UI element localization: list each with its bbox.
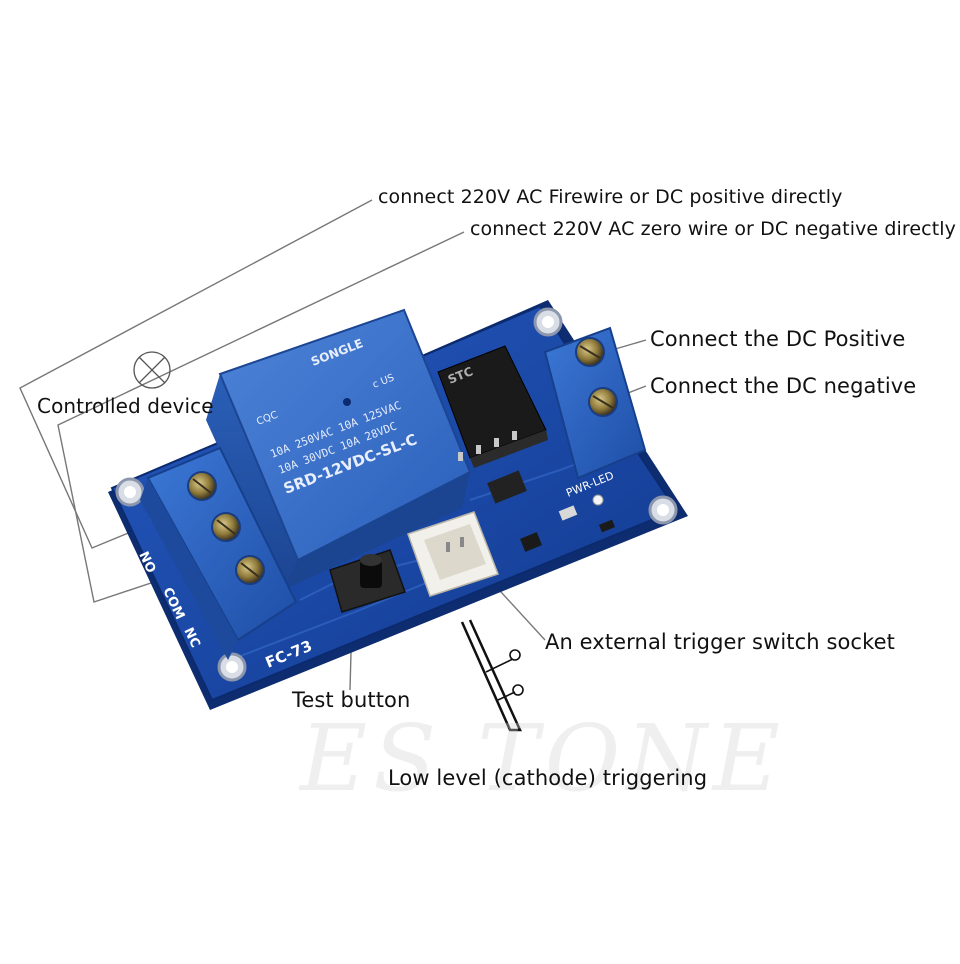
watermark: ES TONE	[300, 705, 786, 812]
wire-top2	[57, 231, 465, 603]
label-ac-zero-dc-negative: connect 220V AC zero wire or DC negative…	[470, 218, 957, 240]
ic-chip: STC	[437, 345, 548, 468]
smd-components	[487, 470, 615, 552]
dc-terminal-block	[543, 326, 647, 480]
label-external-trigger-socket: An external trigger switch socket	[545, 630, 895, 654]
lamp-symbol	[133, 351, 171, 389]
label-dc-negative: Connect the DC negative	[650, 374, 917, 398]
label-controlled-device: Controlled device	[37, 394, 214, 418]
test-button	[329, 549, 406, 613]
output-terminal-block	[140, 446, 298, 660]
relay: SONGLE CQC c US 10A 250VAC 10A 125VAC 10…	[206, 308, 472, 590]
trigger-connector	[407, 511, 499, 597]
mounting-holes	[115, 307, 678, 682]
wire-top1	[19, 199, 373, 549]
label-test-button: Test button	[292, 688, 411, 712]
label-dc-positive: Connect the DC Positive	[650, 327, 906, 351]
label-ac-fire-dc-positive: connect 220V AC Firewire or DC positive …	[378, 186, 843, 208]
trigger-switch-symbol	[460, 619, 524, 732]
label-low-level-triggering: Low level (cathode) triggering	[388, 766, 708, 790]
